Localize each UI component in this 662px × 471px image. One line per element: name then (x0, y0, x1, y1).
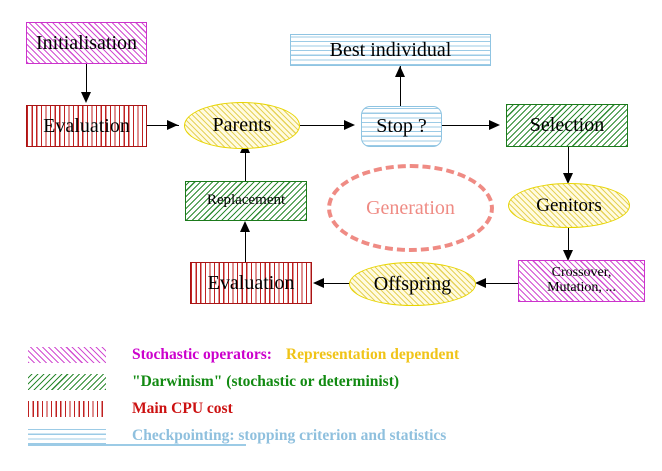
node-selection-label: Selection (529, 114, 605, 136)
node-evaluation-top-label: Evaluation (43, 114, 130, 137)
node-evaluation-bottom-label: Evaluation (207, 271, 295, 294)
arrowhead-down-crossover (563, 250, 573, 261)
arrowhead-right-parents (167, 120, 178, 130)
node-evaluation-top[interactable]: Evaluation (26, 105, 147, 147)
arrowhead-left-offspring (475, 278, 486, 288)
edge-stop-to-selection (442, 125, 492, 127)
edge-selection-to-genitors (568, 147, 570, 177)
node-parents[interactable]: Parents (184, 102, 300, 149)
edge-evaluation-to-parents (147, 125, 179, 127)
edge-stop-to-best-individual (400, 66, 402, 107)
node-selection[interactable]: Selection (506, 104, 628, 147)
edge-replacement-to-parents (245, 145, 247, 183)
legend-label-main-cpu-cost: Main CPU cost (132, 400, 233, 417)
arrowhead-right-selection (489, 120, 500, 130)
legend-swatch-blue (28, 428, 106, 444)
legend-label-representation-dependent: Representation dependent (285, 346, 460, 363)
edge-crossover-to-offspring (482, 283, 520, 285)
edge-offspring-to-evaluation (320, 283, 355, 285)
node-best-individual[interactable]: Best individual (290, 34, 491, 66)
node-offspring-label: Offspring (373, 272, 452, 295)
node-crossover-mutation[interactable]: Crossover, Mutation, ... (518, 260, 645, 302)
node-generation: Generation (327, 164, 494, 252)
node-stop-label: Stop ? (376, 115, 427, 137)
node-parents-label: Parents (212, 114, 272, 136)
edge-initialisation-to-evaluation (86, 64, 88, 94)
edge-genitors-to-crossover (568, 228, 570, 253)
legend-swatch-green (28, 374, 106, 390)
legend-row-main-cpu-cost: Main CPU cost (28, 398, 233, 420)
legend-label-darwinism: "Darwinism" (stochastic or determinist) (132, 373, 400, 390)
node-replacement[interactable]: Replacement (185, 181, 307, 221)
arrowhead-up-replacement (240, 221, 250, 232)
legend-swatch-magenta (28, 347, 106, 363)
node-evaluation-bottom[interactable]: Evaluation (190, 262, 312, 304)
arrowhead-down-genitors (563, 173, 573, 184)
legend-row-stochastic-operators: Stochastic operators: Representation dep… (28, 344, 459, 366)
node-initialisation[interactable]: Initialisation (26, 22, 147, 64)
arrowhead-right-stop (344, 120, 355, 130)
edge-evaluation-to-replacement (245, 224, 247, 264)
legend-label-checkpointing: Checkpointing: stopping criterion and st… (132, 427, 447, 444)
node-generation-label: Generation (366, 196, 455, 219)
legend-row-darwinism: "Darwinism" (stochastic or determinist) (28, 371, 399, 393)
node-initialisation-label: Initialisation (35, 31, 138, 54)
legend-bottom-rule (28, 444, 246, 446)
node-genitors[interactable]: Genitors (508, 183, 630, 228)
node-best-individual-label: Best individual (329, 38, 452, 61)
arrowhead-down-evaluation-top (81, 92, 91, 103)
node-replacement-label: Replacement (206, 192, 286, 209)
arrowhead-up-best-individual (395, 66, 405, 77)
node-offspring[interactable]: Offspring (349, 262, 476, 306)
node-genitors-label: Genitors (536, 194, 602, 216)
legend-row-checkpointing: Checkpointing: stopping criterion and st… (28, 425, 446, 447)
legend-label-stochastic-operators: Stochastic operators: (132, 346, 272, 363)
edge-parents-to-stop (300, 125, 346, 127)
legend-swatch-red (28, 401, 106, 417)
node-stop[interactable]: Stop ? (361, 106, 442, 147)
node-crossover-mutation-label: Crossover, Mutation, ... (547, 265, 616, 295)
arrowhead-left-evaluation-bot (313, 278, 324, 288)
